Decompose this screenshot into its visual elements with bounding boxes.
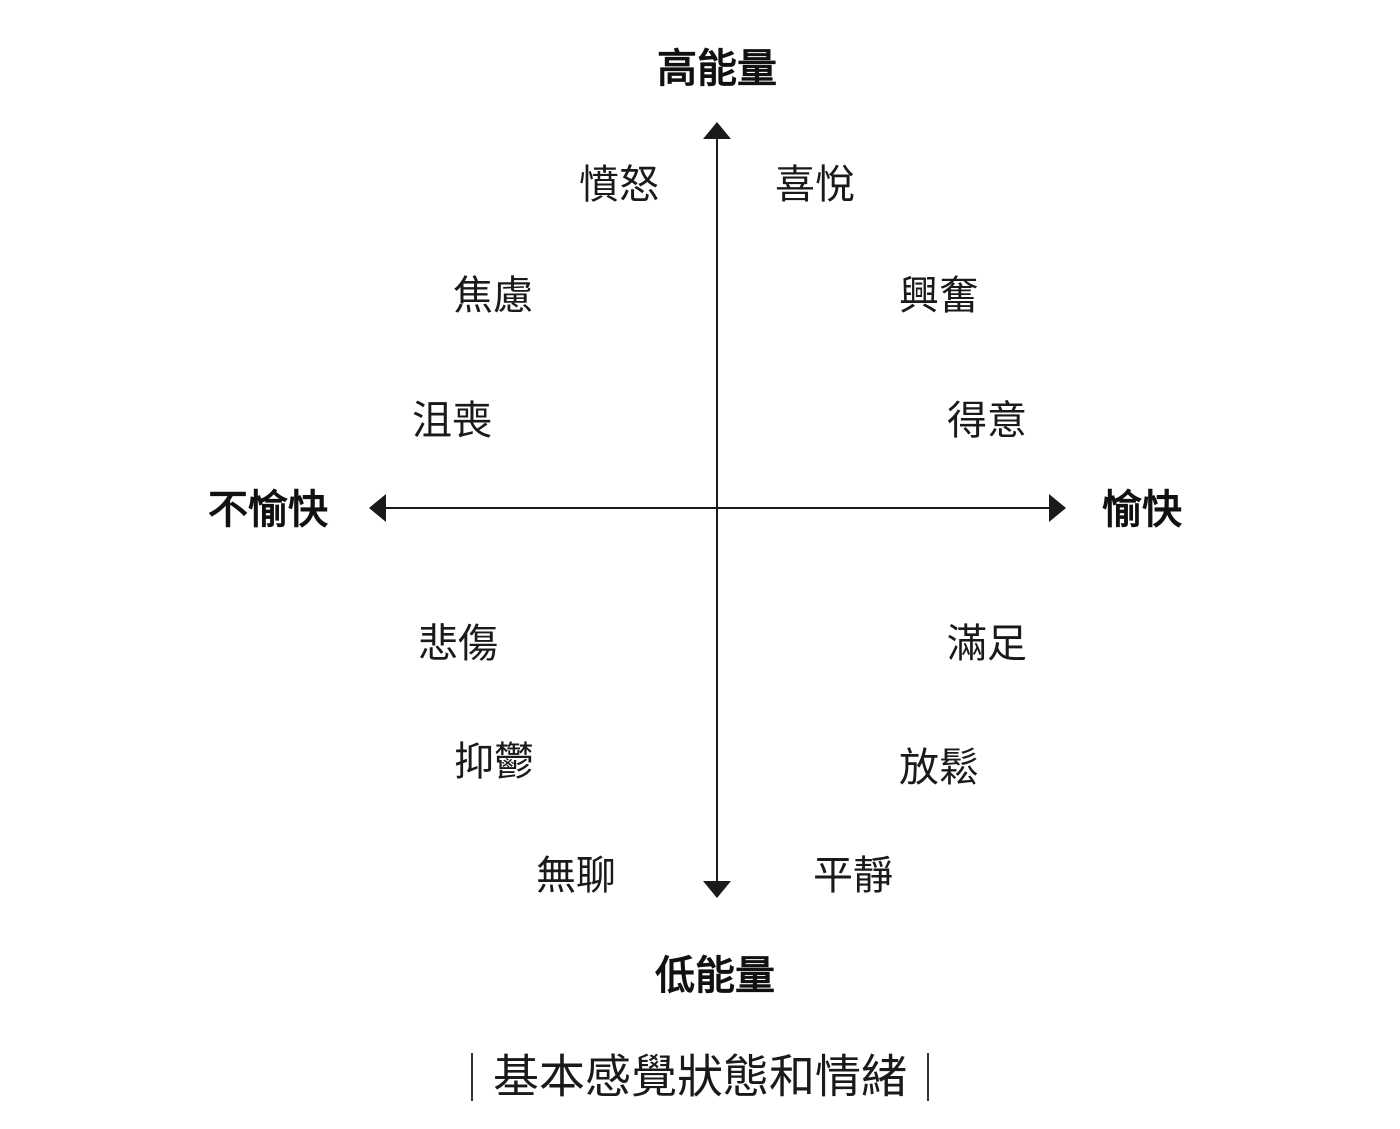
emotion-sadness: 悲傷	[418, 621, 498, 667]
axis-label-low-energy: 低能量	[655, 953, 775, 999]
emotion-boredom: 無聊	[536, 853, 616, 899]
caption-text: 基本感覺狀態和情緒	[493, 1049, 907, 1104]
arrow-down-icon	[703, 881, 731, 898]
emotion-depression: 抑鬱	[454, 739, 534, 785]
emotion-joy: 喜悅	[775, 162, 855, 208]
arrow-right-icon	[1049, 494, 1066, 522]
emotion-calm: 平靜	[813, 853, 893, 899]
emotion-contentment: 滿足	[947, 621, 1027, 667]
emotion-relaxation: 放鬆	[899, 745, 979, 791]
emotion-frustration: 沮喪	[412, 398, 492, 444]
emotion-pride: 得意	[947, 398, 1027, 444]
axis-label-high-energy: 高能量	[657, 46, 777, 92]
arrow-up-icon	[703, 122, 731, 139]
arrow-left-icon	[369, 494, 386, 522]
caption-left-divider	[471, 1052, 473, 1101]
axis-label-pleasant: 愉快	[1102, 487, 1182, 533]
figure-caption: 基本感覺狀態和情緒	[0, 1050, 1400, 1101]
emotion-excitement: 興奮	[899, 273, 979, 319]
axis-label-unpleasant: 不愉快	[208, 487, 328, 533]
emotion-anxiety: 焦慮	[453, 273, 533, 319]
emotion-anger: 憤怒	[579, 162, 659, 208]
caption-right-divider	[927, 1052, 929, 1101]
